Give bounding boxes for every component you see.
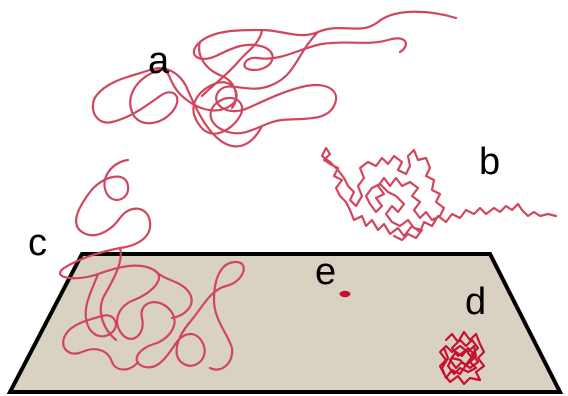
label-c: c (28, 222, 47, 264)
adsorbed-point-e (340, 291, 351, 297)
label-b: b (479, 141, 500, 183)
polymer-chain-b (322, 148, 556, 240)
label-e: e (315, 251, 336, 293)
label-d: d (465, 281, 486, 323)
label-a: a (148, 40, 170, 82)
